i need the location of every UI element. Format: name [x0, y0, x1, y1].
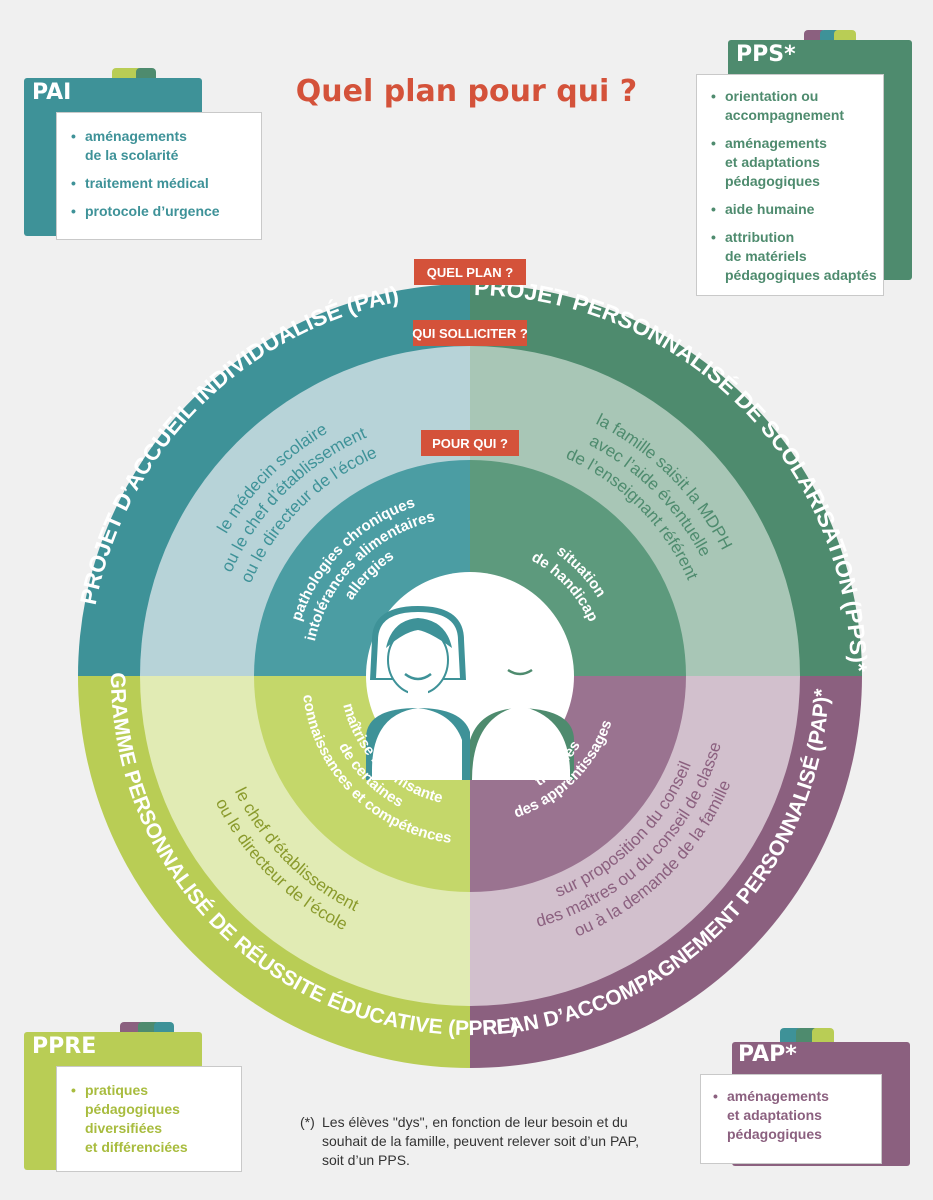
ppre-card-name: PPRE — [32, 1034, 97, 1059]
ppre-card: PPRE pratiquespédagogiquesdiversifiéeset… — [24, 1022, 244, 1177]
pai-card-item: protocole d’urgence — [71, 202, 251, 221]
footnote: (*) Les élèves "dys", en fonction de leu… — [300, 1113, 660, 1170]
pap-card-name: PAP* — [738, 1042, 797, 1067]
label-qui-solliciter — [413, 320, 527, 346]
pps-card-name: PPS* — [736, 42, 796, 67]
pap-card-tab-lime — [812, 1028, 834, 1042]
page-title: Quel plan pour qui ? — [295, 74, 638, 109]
label-pour-qui-text: POUR QUI ? — [432, 436, 508, 451]
label-quel-plan-text: QUEL PLAN ? — [427, 265, 513, 280]
label-pour-qui — [421, 430, 519, 456]
footnote-text: Les élèves "dys", en fonction de leur be… — [322, 1114, 640, 1168]
pai-card-item: traitement médical — [71, 174, 251, 193]
footnote-mark: (*) — [300, 1114, 315, 1130]
pps-card-item: aide humaine — [711, 200, 877, 219]
pai-card-name: PAI — [32, 80, 72, 105]
label-quel-plan — [414, 259, 526, 285]
label-qui-solliciter-text: QUI SOLLICITER ? — [412, 326, 528, 341]
children-faces-icon — [366, 598, 574, 780]
